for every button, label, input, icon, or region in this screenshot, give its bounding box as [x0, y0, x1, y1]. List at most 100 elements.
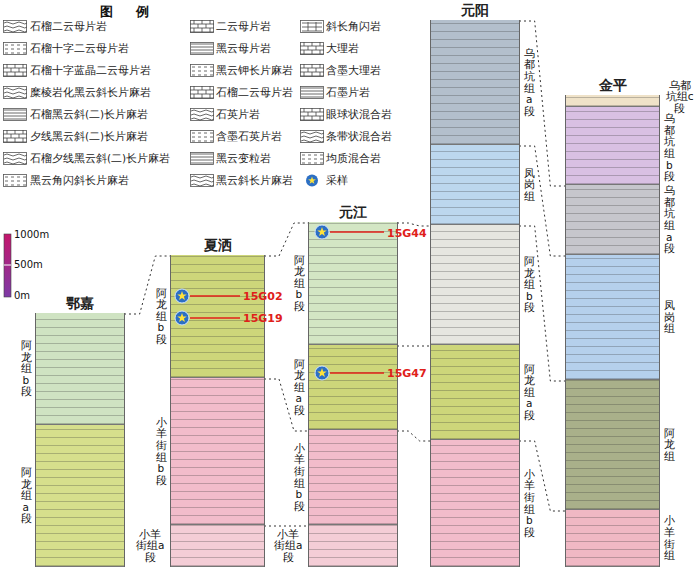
strata-band: 阿龙组a段 [36, 425, 124, 567]
legend-text: 黑云钾长片麻岩 [216, 64, 293, 77]
legend-text: 夕线黑云斜(二)长片麻岩 [30, 130, 148, 143]
legend-text: 黑云斜长片麻岩 [216, 174, 293, 187]
legend-text: 黑云变粒岩 [216, 152, 271, 165]
formation-label: 小羊街组b段 [524, 469, 535, 538]
formation-label: 阿龙组a段 [21, 467, 32, 525]
strata-band: 小羊街组a段 [309, 525, 397, 567]
scale-label: 0m [14, 290, 30, 301]
correlation-line [264, 223, 309, 256]
column-title: 元江 [289, 204, 417, 222]
formation-label: 阿龙组b段 [524, 256, 535, 314]
legend-sample [3, 108, 27, 121]
formation-label: 乌都坑组c段 [664, 80, 696, 115]
legend-sample [3, 42, 27, 55]
strata-band: 小羊街组b段 [309, 430, 397, 525]
correlation-line [519, 226, 566, 381]
legend-text: 石榴黑云斜(二)长片麻岩 [30, 108, 148, 121]
legend-sample [300, 152, 324, 165]
section-column: 金平乌都坑组c段乌都坑组b段乌都坑组a段凤岗组阿龙组小羊街组 [565, 95, 660, 567]
correlation-line [264, 526, 309, 527]
legend-sample [190, 20, 214, 33]
strata-band: 阿龙组b段 [309, 222, 397, 345]
legend-sample [300, 64, 324, 77]
legend-sample [300, 20, 324, 33]
scale-label: 1000m [14, 229, 49, 240]
legend-sample [3, 130, 27, 143]
correlation-line [519, 21, 566, 186]
scale-bar [4, 234, 11, 297]
legend-sample [300, 42, 324, 55]
legend-sample [190, 42, 214, 55]
legend-sample [190, 174, 214, 187]
formation-label: 阿龙组a段 [524, 364, 535, 422]
strata-band: 小羊街组b段 [431, 440, 519, 567]
formation-label: 阿龙组b段 [156, 288, 167, 346]
legend-sample [300, 108, 324, 121]
strata-band: 乌都坑组b段 [566, 107, 659, 185]
strata-band: 乌都坑组c段 [566, 95, 659, 107]
strata-band: 阿龙组b段 [431, 225, 519, 345]
legend-text: 糜棱岩化黑云斜长片麻岩 [30, 86, 151, 99]
correlation-line [397, 431, 431, 441]
legend-text: 均质混合岩 [326, 152, 381, 165]
formation-label: 凤岗组 [664, 300, 675, 335]
formation-label: 凤岗组 [524, 168, 535, 203]
section-column: 元阳乌都坑组a段凤岗组阿龙组b段阿龙组a段小羊街组b段 [430, 20, 520, 567]
legend-sample [3, 86, 27, 99]
formation-label: 阿龙组 [664, 428, 675, 463]
legend-sample [300, 86, 324, 99]
legend-text: 石墨片岩 [326, 86, 370, 99]
formation-label: 小羊街组b段 [294, 443, 305, 512]
legend-text: 采样 [326, 174, 348, 187]
legend-text: 二云母片岩 [216, 20, 271, 33]
legend-sample [3, 20, 27, 33]
legend-text: 石榴十字二云母片岩 [30, 42, 129, 55]
formation-label: 乌都坑组a段 [664, 185, 675, 254]
strata-band: 小羊街组a段 [171, 525, 264, 567]
legend-text: 斜长角闪岩 [326, 20, 381, 33]
column-title: 金平 [546, 77, 679, 95]
legend-sample [190, 86, 214, 99]
legend-text: 条带状混合岩 [326, 130, 392, 143]
sample-id: 15G02 [243, 290, 283, 303]
legend-text: 眼球状混合岩 [326, 108, 392, 121]
legend-sample [300, 130, 324, 143]
formation-label: 小羊街组b段 [156, 417, 167, 486]
legend-sample [190, 130, 214, 143]
formation-label: 阿龙组b段 [294, 255, 305, 313]
legend-sample [190, 152, 214, 165]
legend-text: 石榴二云母片岩 [216, 86, 293, 99]
strata-band: 阿龙组b段 [36, 313, 124, 425]
sample-id: 15G44 [387, 227, 427, 240]
strata-band: 小羊街组 [566, 510, 659, 567]
strata-band: 乌都坑组a段 [431, 20, 519, 145]
legend-sample [3, 152, 27, 165]
legend-sample [3, 174, 27, 187]
legend-text: 黑云母片岩 [216, 42, 271, 55]
legend-title: 图 例 [100, 3, 149, 21]
column-title: 鄂嘉 [16, 295, 144, 313]
legend-text: 石英片岩 [216, 108, 260, 121]
formation-label: 小羊街组a段 [273, 529, 305, 564]
strata-band: 阿龙组a段 [309, 345, 397, 430]
strata-band: 小羊街组b段 [171, 378, 264, 525]
sample-id: 15G47 [387, 367, 427, 380]
formation-label: 小羊街组 [664, 515, 675, 561]
legend-text: 含墨大理岩 [326, 64, 381, 77]
sample-id: 15G19 [243, 312, 283, 325]
legend-sample [190, 108, 214, 121]
formation-label: 乌都坑组a段 [524, 48, 535, 117]
legend-text: 石榴夕线黑云斜(二)长片麻岩 [30, 152, 170, 165]
legend-text: 大理岩 [326, 42, 359, 55]
strata-band: 阿龙组a段 [431, 345, 519, 440]
legend-text: 黑云角闪斜长片麻岩 [30, 174, 129, 187]
strata-band: 阿龙组 [566, 380, 659, 510]
correlation-line [397, 346, 431, 347]
strata-band: 乌都坑组a段 [566, 185, 659, 255]
legend-sample [300, 174, 324, 187]
formation-label: 小羊街组a段 [135, 529, 167, 564]
leader-line [190, 232, 384, 373]
column-title: 夏洒 [151, 237, 284, 255]
column-title: 元阳 [411, 2, 539, 20]
